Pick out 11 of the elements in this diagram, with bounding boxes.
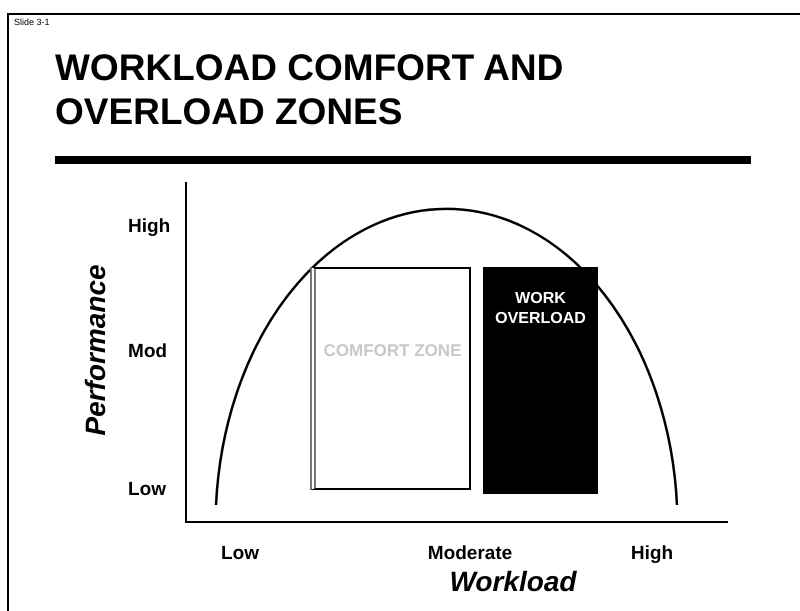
axis-tick-label: Mod [128,341,168,363]
axis-tick-label: High [128,216,170,238]
axis-tick-label: Low [128,479,166,501]
slide-number: Slide 3-1 [14,17,50,28]
axis-title: Workload [449,566,577,598]
axis-tick-label: High [630,543,674,565]
slide-title: WORKLOAD COMFORT AND OVERLOAD ZONES [55,46,564,134]
axis-title: Performance [80,264,112,436]
axis-tick-label: Moderate [428,543,512,565]
axis-tick-label: Low [221,543,259,565]
overload-zone-box: WORK OVERLOAD [483,267,598,494]
